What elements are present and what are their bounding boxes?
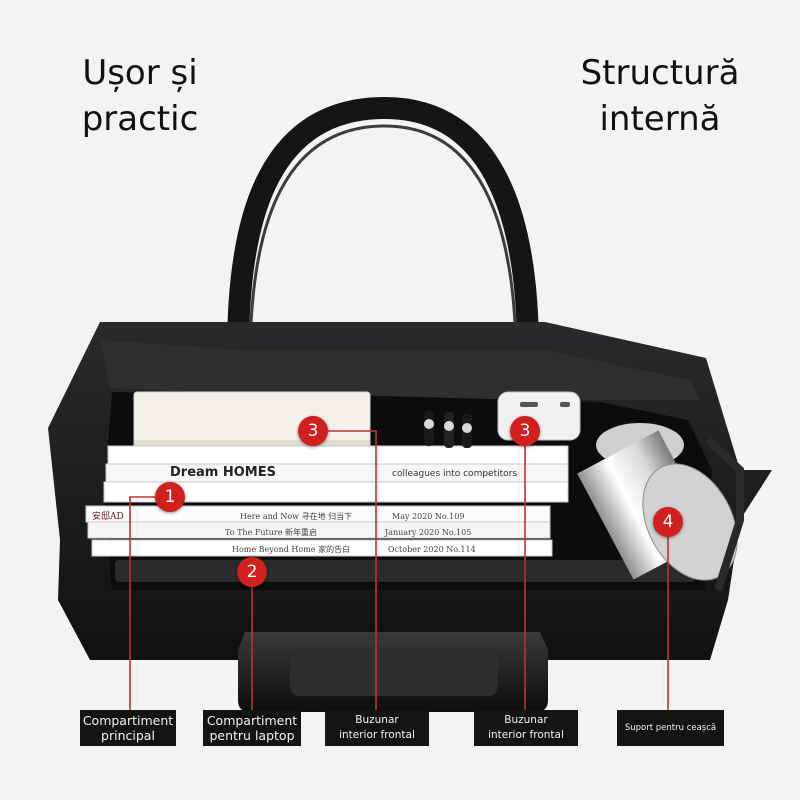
leader-lines xyxy=(129,430,669,710)
thermos-bottle xyxy=(577,423,738,581)
label-cup-holder: Suport pentru ceașcă xyxy=(617,710,724,746)
marker-4: 4 xyxy=(653,507,683,537)
label-line: principal xyxy=(101,728,155,743)
spine-issue: October 2020 No.114 xyxy=(388,545,476,554)
spine-subtitle: colleagues into competitors xyxy=(392,469,517,479)
marker-3: 3 xyxy=(510,416,540,446)
magazine-spine xyxy=(91,539,553,557)
marker-2: 2 xyxy=(237,557,267,587)
label-front-inner-pocket: Buzunar interior frontal xyxy=(325,710,429,746)
top-handle xyxy=(227,96,539,363)
label-line: interior frontal xyxy=(339,729,415,741)
laptop-compartment xyxy=(115,560,695,582)
spine-issue: May 2020 No.109 xyxy=(392,512,464,521)
label-line: Buzunar xyxy=(504,714,548,726)
spine-subtitle: To The Future 新年重启 xyxy=(225,527,317,537)
spine-subtitle: Home Beyond Home 家的告白 xyxy=(232,544,350,554)
headline-internal-structure: Structură internă xyxy=(560,50,760,142)
spine-title: 安邸AD xyxy=(92,510,124,522)
label-front-inner-pocket: Buzunar interior frontal xyxy=(474,710,578,746)
label-main-compartment: Compartiment principal xyxy=(80,710,176,746)
headline-line: practic xyxy=(81,99,199,139)
spine-title: Dream HOMES xyxy=(170,465,276,480)
label-line: interior frontal xyxy=(488,729,564,741)
magazine-spine xyxy=(87,521,551,539)
top-book xyxy=(133,391,371,449)
magazine-spine xyxy=(107,445,569,465)
marker-3: 3 xyxy=(298,416,328,446)
label-line: Compartiment xyxy=(82,713,174,728)
magazine-spine xyxy=(103,481,569,503)
label-line: Buzunar xyxy=(355,714,399,726)
pens xyxy=(424,410,472,448)
spine-subtitle: Here and Now 寻在地 归当下 xyxy=(240,511,352,521)
headline-line: Structură xyxy=(580,53,740,93)
marker-1: 1 xyxy=(155,482,185,512)
headline-line: internă xyxy=(599,99,721,139)
label-line: Suport pentru ceașcă xyxy=(624,722,717,733)
headline-line: Ușor și xyxy=(82,53,198,93)
label-laptop-compartment: Compartiment pentru laptop xyxy=(203,710,301,746)
label-line: Compartiment xyxy=(206,713,298,728)
label-line: pentru laptop xyxy=(209,728,295,743)
headline-light-and-practical: Ușor și practic xyxy=(60,50,220,142)
spine-issue: January 2020 No.105 xyxy=(384,528,471,537)
